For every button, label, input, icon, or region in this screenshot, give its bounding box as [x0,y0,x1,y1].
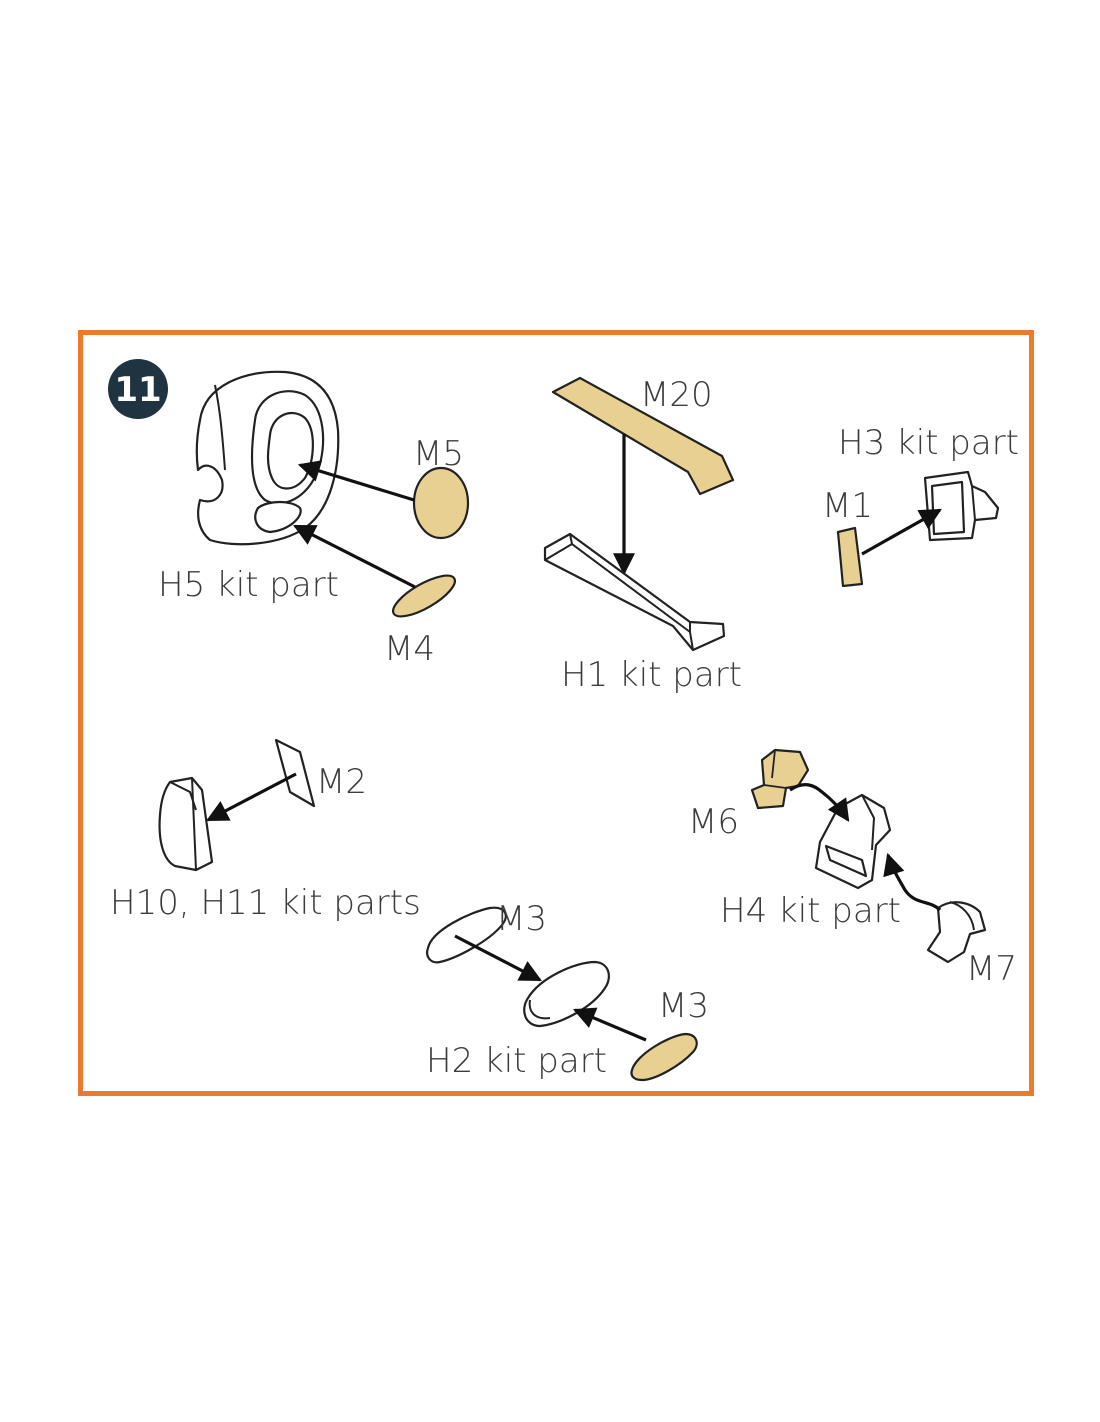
label-m4: M4 [384,629,435,669]
h1-kit-part-drawing [543,532,726,652]
label-m7: M7 [966,949,1017,989]
m3-top-part-drawing [426,906,507,964]
label-m1: M1 [822,486,873,526]
h10-h11-kit-parts-drawing [158,776,214,872]
m2-arrow [206,772,297,822]
label-h1: H1 kit part [561,655,742,695]
label-h3: H3 kit part [838,423,1019,463]
m4-part-drawing [392,574,456,618]
m4-arrow [293,524,416,589]
label-m6: M6 [688,802,739,842]
label-m3-top: M3 [496,899,547,939]
label-m3-bottom: M3 [658,986,709,1026]
m5-arrow [297,460,415,502]
label-m5: M5 [413,434,464,474]
m1-arrow [861,508,942,556]
m3-bottom-part-drawing [630,1032,698,1082]
m1-part-drawing [836,526,864,588]
m3-bottom-arrow [572,1007,647,1042]
label-m2: M2 [316,762,367,802]
m3-top-arrow [454,934,542,982]
label-h2: H2 kit part [426,1041,607,1081]
h2-kit-part-drawing [523,960,610,1028]
step-badge: 11 [108,359,168,419]
m5-part-drawing [412,466,470,540]
label-h4: H4 kit part [720,891,901,931]
m7-arrow [883,852,942,912]
step-frame [78,330,1034,1096]
m20-part-drawing [551,376,735,496]
m6-arrow [789,783,850,822]
step-number: 11 [114,370,161,410]
label-h5: H5 kit part [158,565,339,605]
h5-kit-part-drawing [195,370,340,546]
label-h10-h11: H10, H11 kit parts [110,883,421,923]
h4-kit-part-drawing [814,793,892,890]
m6-part-drawing [750,748,810,810]
label-m20: M20 [640,375,713,415]
m7-part-drawing [926,901,987,964]
h3-kit-part-drawing [923,470,1000,542]
